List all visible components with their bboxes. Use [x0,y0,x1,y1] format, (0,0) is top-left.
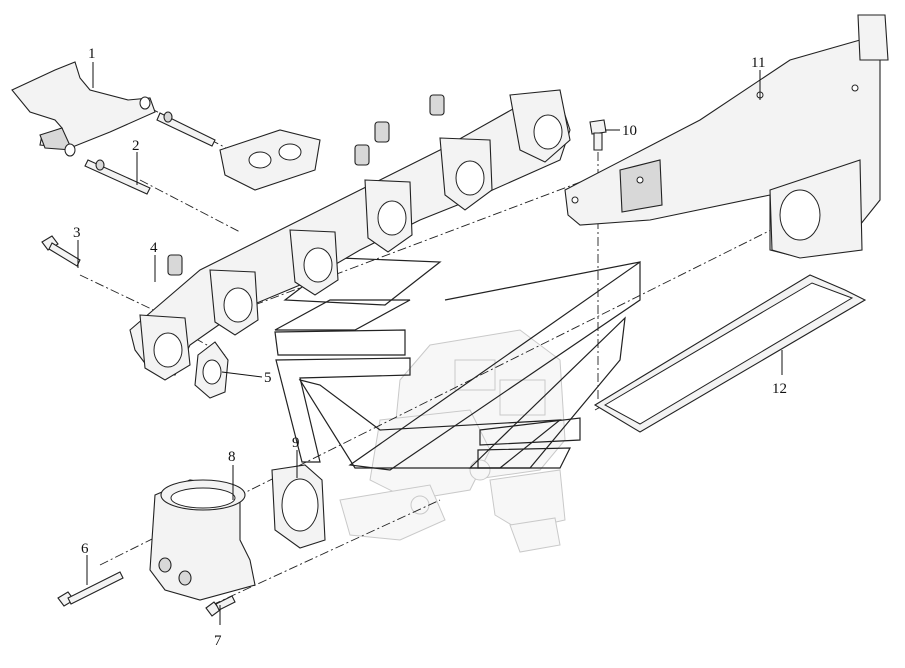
part-stud-bolt-lower [84,159,151,195]
part-bracket-bolt [589,119,607,151]
logo-chevron-outlines [274,257,641,471]
callout-7: 7 [214,633,222,649]
part-long-bolt [41,235,81,267]
callout-9: 9 [292,435,300,451]
callout-8: 8 [228,449,236,465]
callout-5: 5 [264,370,272,386]
callout-labels: 1 2 3 4 5 6 7 8 9 10 11 12 [73,46,787,649]
part-small-gasket [194,341,229,399]
part-exhaust-manifold [129,89,571,381]
part-outlet-elbow [149,479,256,601]
callout-2: 2 [132,138,140,154]
part-elbow-bolt-short [205,595,236,617]
callout-3: 3 [73,225,81,241]
background-engine-ghost [339,329,566,553]
callout-11: 11 [751,55,765,71]
part-heat-shield-bracket [11,61,156,157]
part-support-bracket [564,14,889,259]
callout-12: 12 [772,381,787,397]
part-stud-bolt-upper [156,111,216,147]
part-elbow-bolt-long [57,571,124,607]
leader-lines [77,62,783,625]
callout-4: 4 [150,240,158,256]
part-elbow-gasket [271,464,326,549]
callout-6: 6 [81,541,89,557]
callout-10: 10 [622,123,637,139]
callout-1: 1 [88,46,96,62]
part-long-gasket [593,274,867,433]
